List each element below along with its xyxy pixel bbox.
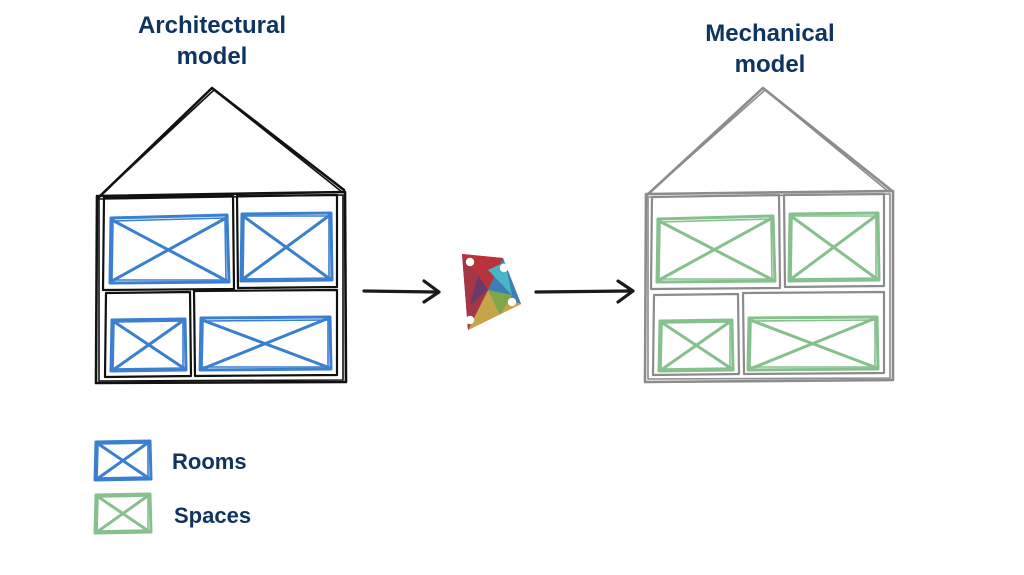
space-2 (787, 211, 881, 283)
room-3 (109, 317, 188, 373)
architectural-model-title: Architectural model (122, 10, 302, 72)
space-3 (657, 318, 735, 373)
mechanical-model-title: Mechanical model (680, 18, 860, 80)
architectural-rooms (108, 211, 334, 373)
room-1 (108, 213, 231, 285)
legend-spaces-swatch (93, 492, 153, 535)
space-1 (655, 214, 777, 284)
architectural-roof (96, 86, 346, 200)
room-4 (198, 315, 333, 372)
legend-spaces-label: Spaces (174, 503, 252, 528)
arrow-to-mechanical (534, 279, 635, 304)
mechanical-title-line2: model (734, 51, 806, 78)
mechanical-roof (644, 86, 893, 198)
mechanical-outer-wall (643, 189, 895, 384)
legend-rooms-swatch (93, 439, 153, 482)
legend-rooms-label: Rooms (172, 449, 247, 474)
architectural-house (94, 86, 348, 385)
architectural-title-line1: Architectural (137, 12, 287, 39)
architectural-outer-wall (94, 190, 348, 385)
dynamo-logo-icon (462, 254, 521, 330)
architectural-title-line2: model (176, 43, 248, 70)
mechanical-title-line1: Mechanical (705, 20, 835, 47)
mechanical-spaces (655, 211, 881, 373)
space-4 (746, 315, 880, 372)
room-2 (239, 211, 334, 283)
mechanical-house (643, 86, 895, 384)
arrow-to-logo (362, 279, 441, 304)
